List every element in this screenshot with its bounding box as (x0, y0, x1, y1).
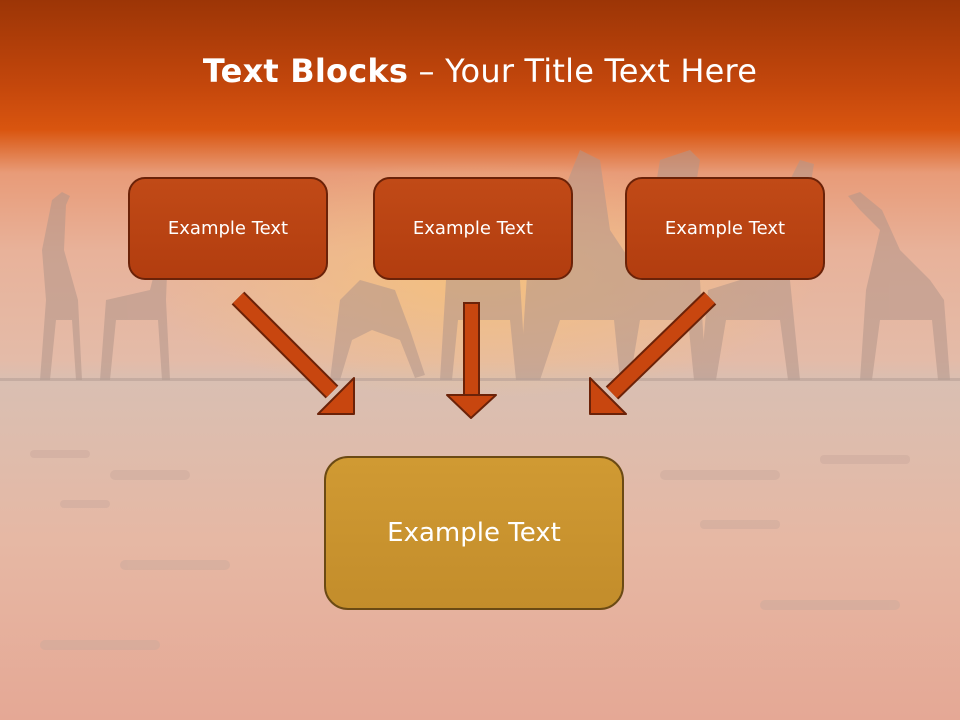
arrow-down-icon (446, 302, 497, 419)
slide-title: Text Blocks – Your Title Text Here (0, 52, 960, 90)
text-block-right-label: Example Text (664, 218, 786, 239)
title-rest: Your Title Text Here (445, 52, 758, 90)
text-block-right[interactable]: Example Text (625, 177, 825, 280)
arrow-right-icon (589, 291, 717, 415)
text-block-center[interactable]: Example Text (373, 177, 573, 280)
text-block-center-label: Example Text (412, 218, 534, 239)
text-block-left-label: Example Text (167, 218, 289, 239)
text-block-bottom[interactable]: Example Text (324, 456, 624, 610)
title-bold: Text Blocks (202, 52, 409, 90)
text-block-bottom-label: Example Text (387, 518, 561, 548)
title-dash: – (418, 52, 435, 90)
text-block-left[interactable]: Example Text (128, 177, 328, 280)
arrow-left-icon (231, 291, 355, 415)
